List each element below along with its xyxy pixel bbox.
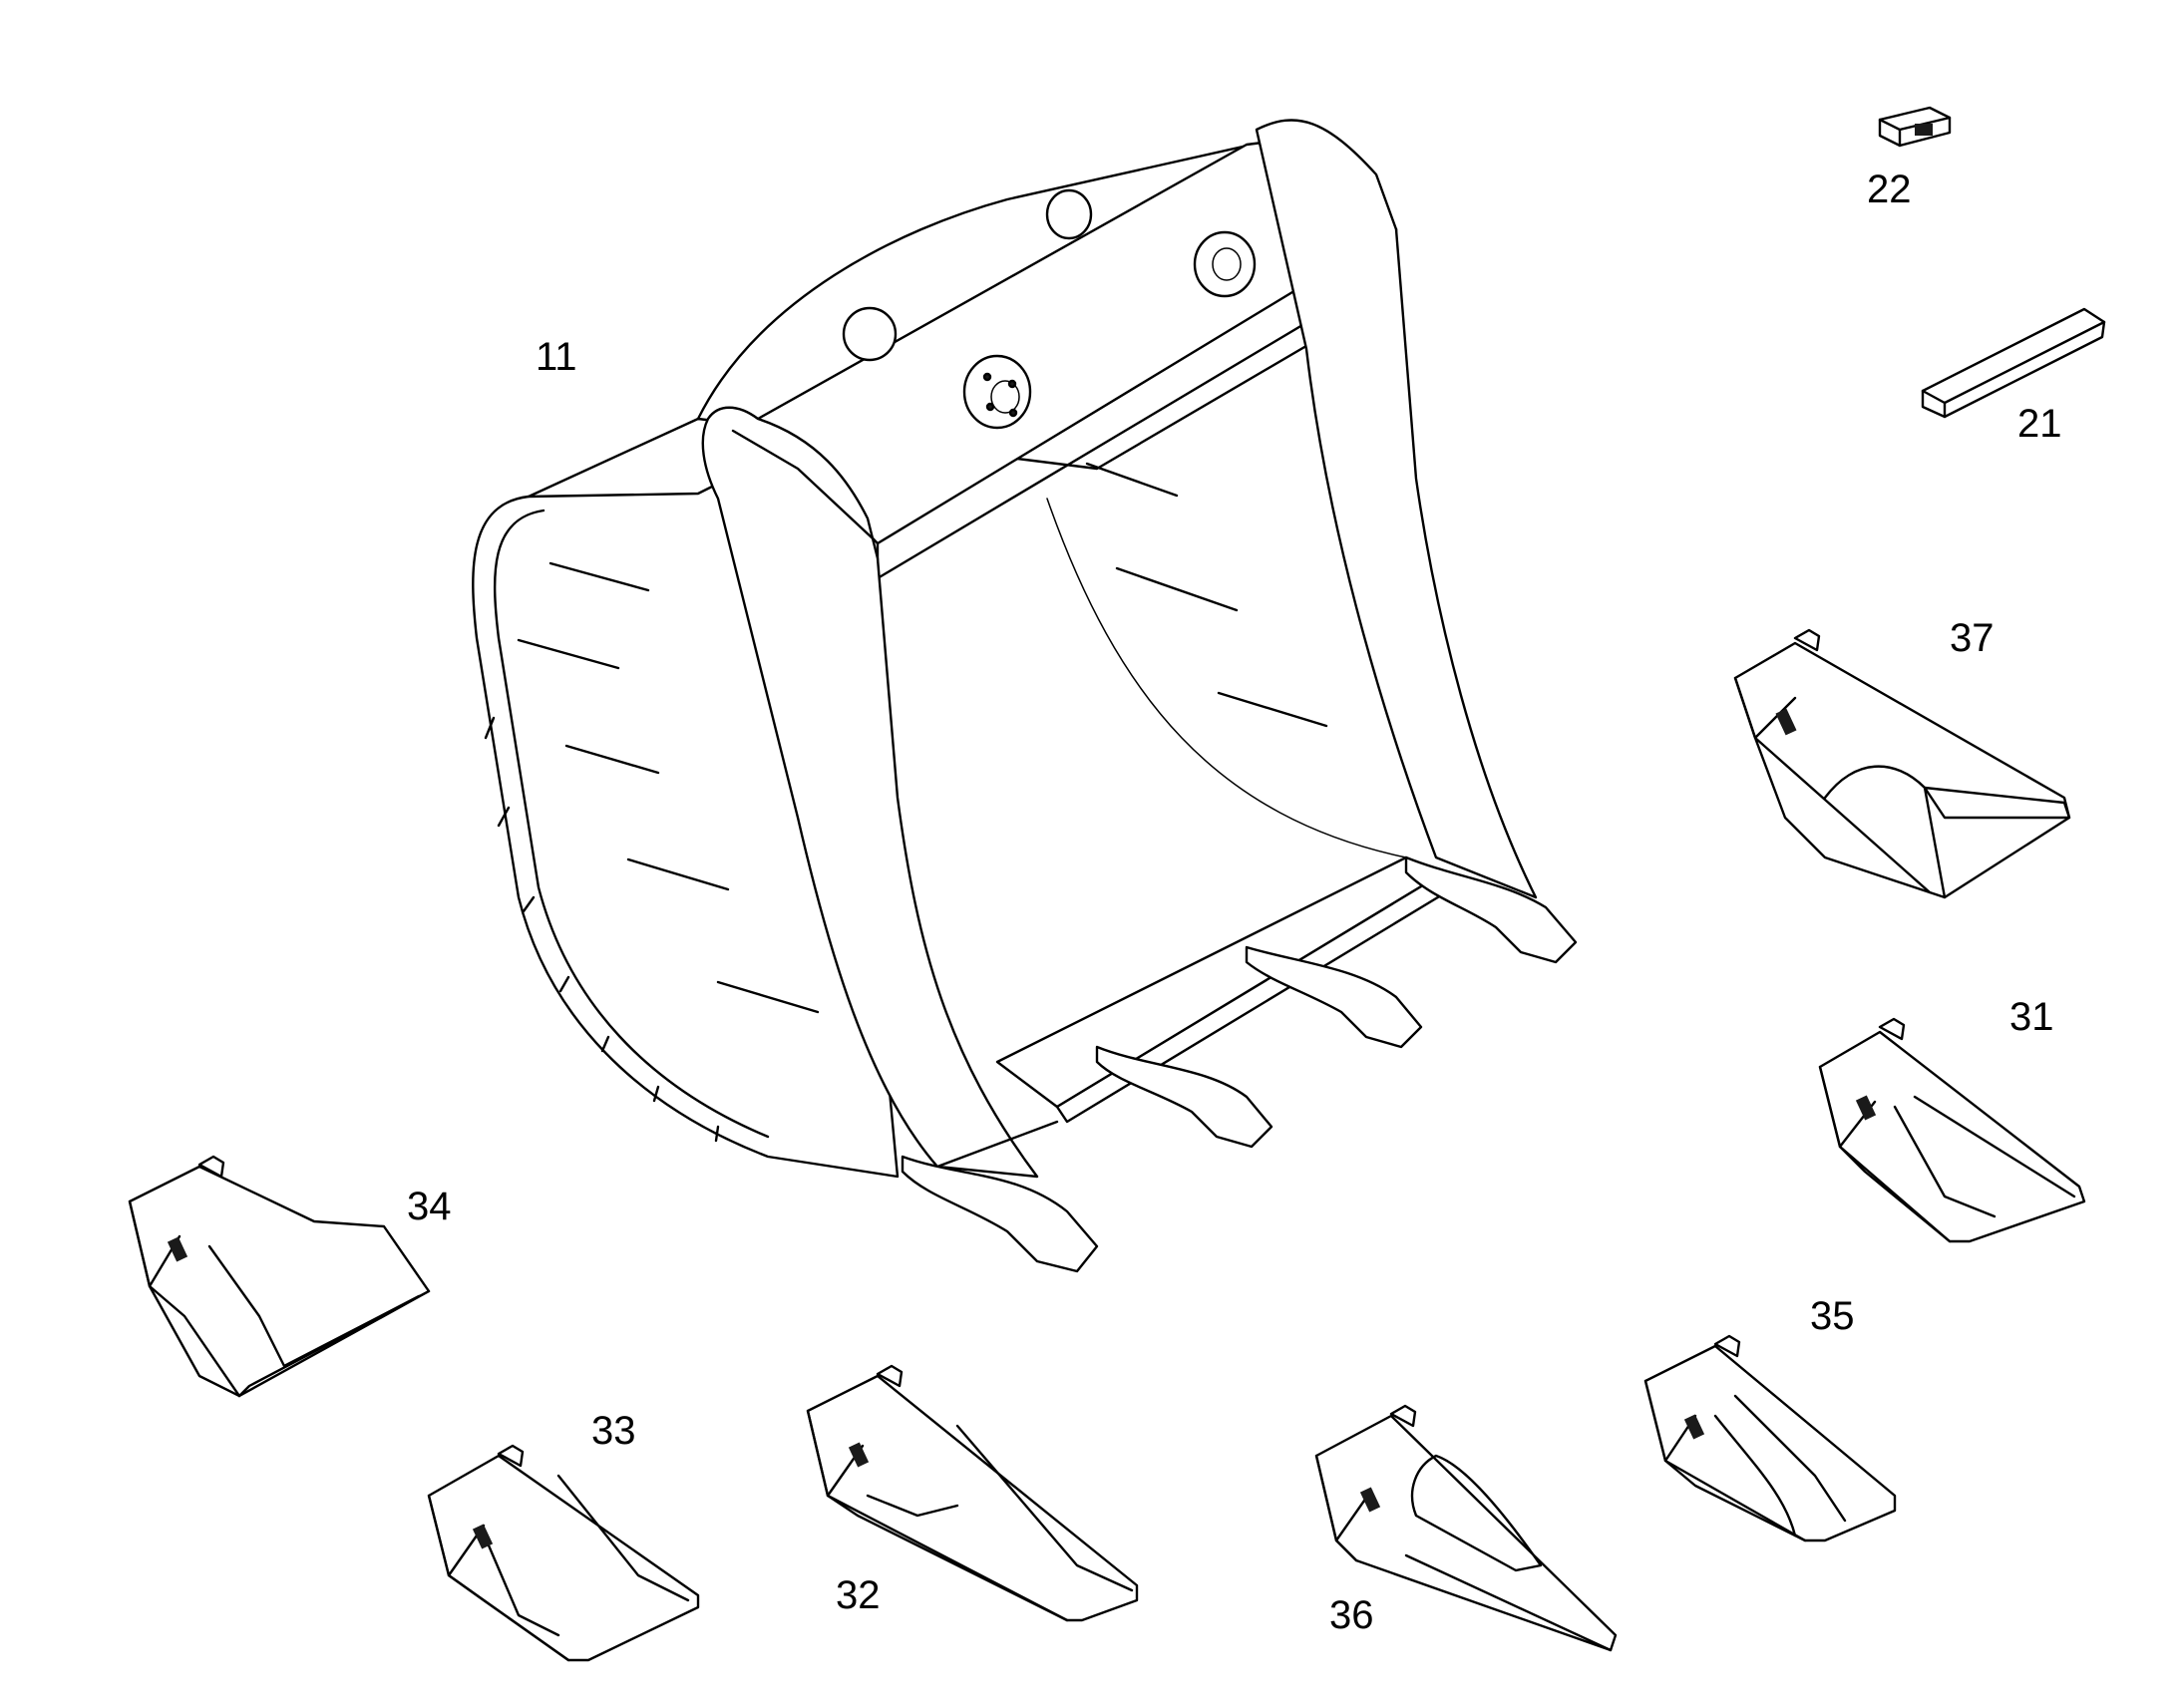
- label-33: 33: [591, 1409, 636, 1453]
- bucket-part[interactable]: [472, 119, 1578, 1273]
- part-34-tooth[interactable]: [128, 1155, 431, 1398]
- part-35-tooth[interactable]: [1643, 1334, 1897, 1542]
- part-32-tooth[interactable]: [806, 1364, 1139, 1622]
- part-22-block[interactable]: [1878, 106, 1952, 148]
- label-11: 11: [536, 335, 577, 379]
- label-35: 35: [1810, 1294, 1855, 1338]
- pin-boss-left: [962, 354, 1032, 430]
- label-21: 21: [2017, 402, 2062, 446]
- part-33-tooth[interactable]: [427, 1444, 700, 1662]
- label-22: 22: [1867, 168, 1912, 211]
- label-34: 34: [407, 1185, 452, 1228]
- pin-boss-right: [1193, 230, 1257, 298]
- label-32: 32: [836, 1573, 881, 1617]
- label-36: 36: [1329, 1593, 1374, 1637]
- part-37-tooth[interactable]: [1733, 628, 2071, 899]
- part-21-strip[interactable]: [1921, 307, 2106, 419]
- part-36-tooth[interactable]: [1314, 1404, 1618, 1652]
- bucket-adapters: [901, 855, 1578, 1273]
- label-31: 31: [2009, 995, 2054, 1039]
- label-37: 37: [1950, 616, 1995, 660]
- part-31-tooth[interactable]: [1818, 1017, 2086, 1243]
